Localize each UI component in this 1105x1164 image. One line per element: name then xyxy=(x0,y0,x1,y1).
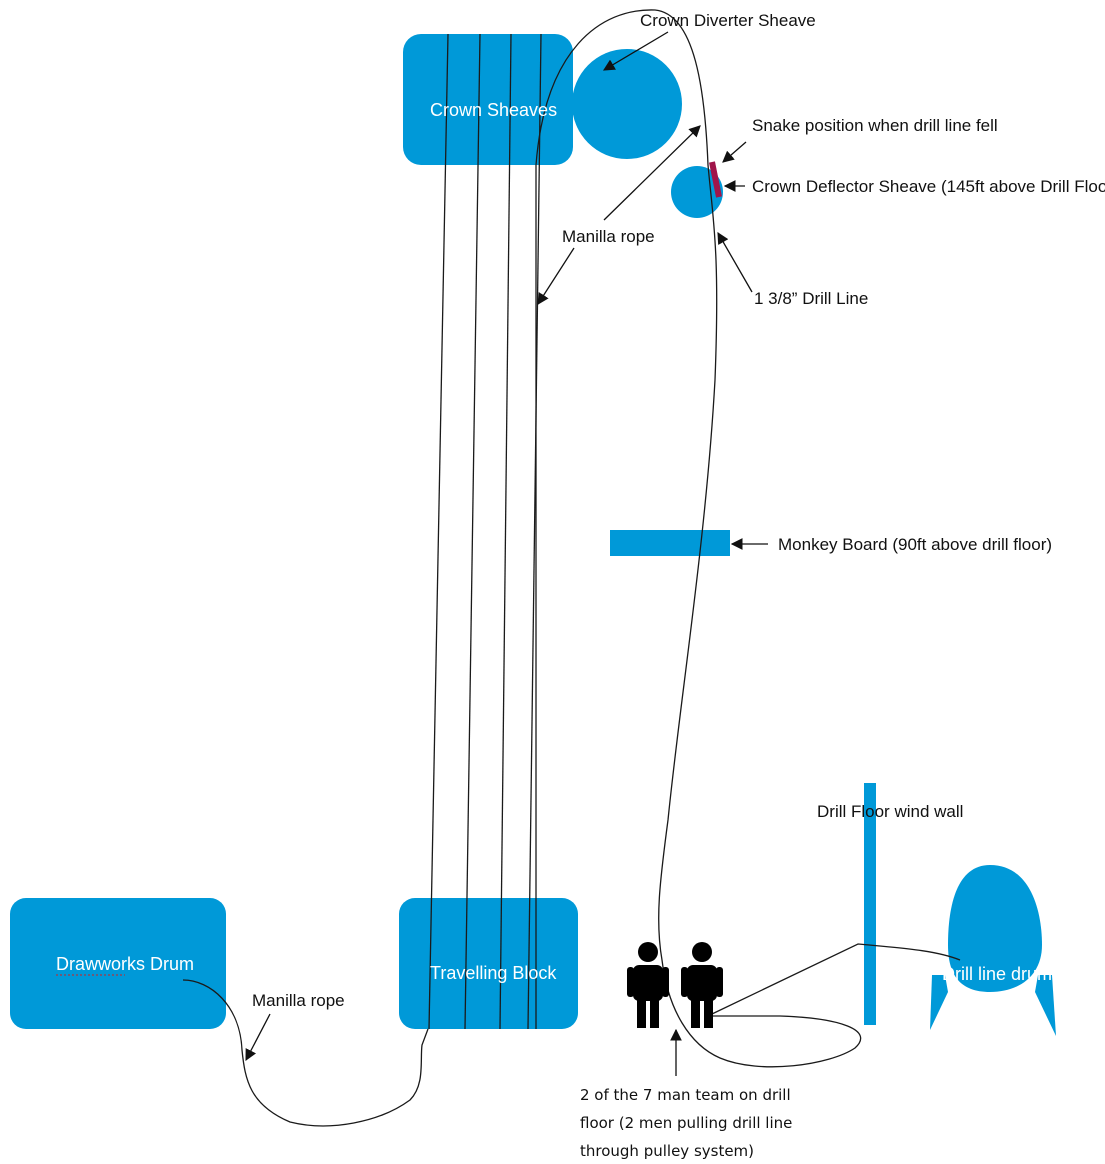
crown-deflector-sheave-label: Crown Deflector Sheave (145ft above Dril… xyxy=(752,177,1105,196)
crown-diverter-sheave-label: Crown Diverter Sheave xyxy=(640,11,816,30)
drill-line-label: 1 3/8” Drill Line xyxy=(754,289,868,308)
arrow-manilla-rope-upper-a xyxy=(603,125,701,221)
drill-line-drum-label: Drill line drum xyxy=(942,964,1052,984)
person-icon xyxy=(681,942,723,1028)
manilla-rope-lower-label: Manilla rope xyxy=(252,991,345,1010)
arrow-crown-diverter xyxy=(602,31,669,71)
monkey-board-label: Monkey Board (90ft above drill floor) xyxy=(778,535,1052,554)
manilla-rope-upper-label: Manilla rope xyxy=(562,227,655,246)
snake-position-label: Snake position when drill line fell xyxy=(752,116,998,135)
drawworks-drum-block xyxy=(10,898,226,1029)
drawworks-drum-label: Drawworks Drum xyxy=(56,954,194,974)
person-icon xyxy=(627,942,669,1028)
team-note-line-3: through pulley system) xyxy=(580,1142,754,1160)
crown-diverter-sheave xyxy=(572,49,682,159)
drill-line-path xyxy=(535,9,862,1068)
reeving-lines xyxy=(428,33,542,1030)
manilla-rope-lower-path xyxy=(182,979,429,1127)
drill-floor-wind-wall-label: Drill Floor wind wall xyxy=(817,802,963,821)
team-note-line-1: 2 of the 7 man team on drill xyxy=(580,1086,791,1104)
team-note-line-2: floor (2 men pulling drill line xyxy=(580,1114,792,1132)
drill-line-to-drum xyxy=(711,943,961,1015)
travelling-block-label: Travelling Block xyxy=(430,963,557,983)
snake-position-marker xyxy=(709,161,722,198)
crown-sheaves-label: Crown Sheaves xyxy=(430,100,557,120)
monkey-board xyxy=(610,530,730,556)
travelling-block xyxy=(399,898,578,1029)
arrow-snake-position xyxy=(722,141,747,163)
drill-line-drum-shape xyxy=(930,865,1056,1036)
arrow-manilla-rope-lower xyxy=(245,1013,271,1062)
drill-floor-wind-wall xyxy=(864,783,876,1025)
arrow-manilla-rope-upper-b xyxy=(537,247,575,305)
arrow-drill-line xyxy=(717,231,753,293)
